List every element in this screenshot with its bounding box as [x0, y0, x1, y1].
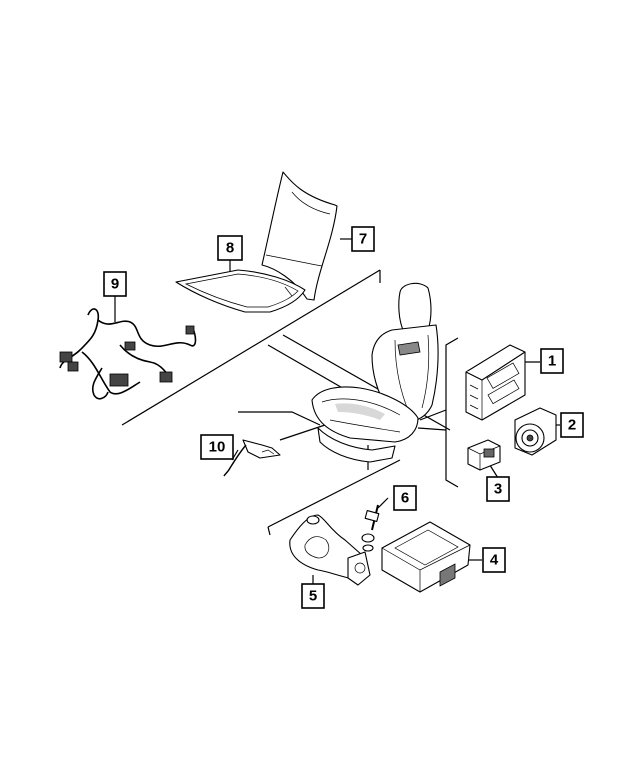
callout-6: 6	[393, 485, 417, 511]
callout-9: 9	[103, 271, 127, 297]
seat-module	[465, 344, 526, 421]
callout-3: 3	[486, 476, 510, 502]
bolt	[361, 504, 380, 552]
seat-switch-knob	[514, 407, 557, 456]
callout-label: 3	[494, 481, 502, 498]
callout-label: 4	[490, 552, 499, 569]
lever-cable	[223, 439, 281, 477]
leader-lines	[114, 238, 560, 584]
seat-back-cover	[261, 171, 338, 301]
callout-label: 5	[309, 588, 317, 605]
callout-label: 8	[226, 240, 234, 257]
motor-bracket	[289, 514, 371, 586]
callout-label: 9	[111, 276, 119, 293]
callout-label: 2	[568, 417, 576, 434]
callout-4: 4	[482, 547, 506, 573]
callout-label: 6	[401, 490, 409, 507]
callout-label: 1	[548, 353, 556, 370]
callout-5: 5	[301, 583, 325, 609]
seat-cushion-pad	[175, 269, 306, 313]
callout-10: 10	[200, 434, 234, 460]
callout-2: 2	[560, 412, 584, 438]
seat-assembly	[311, 282, 439, 463]
callout-label: 7	[359, 231, 367, 248]
control-unit	[381, 521, 471, 593]
wiring-harness	[59, 308, 197, 400]
callout-7: 7	[351, 226, 375, 252]
callout-1: 1	[540, 348, 564, 374]
small-switch	[467, 439, 501, 471]
callout-label: 10	[209, 439, 226, 456]
callout-8: 8	[217, 235, 243, 261]
